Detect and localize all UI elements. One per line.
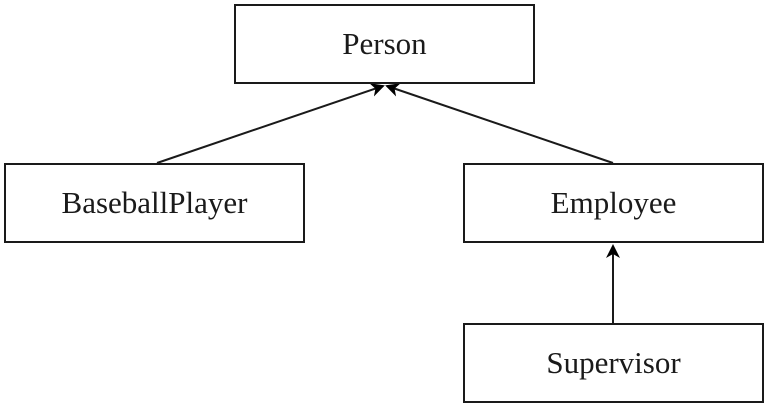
class-label-person: Person	[342, 26, 427, 61]
edge-baseballplayer-to-person	[156, 83, 385, 164]
class-label-baseballplayer: BaseballPlayer	[61, 185, 248, 220]
class-box-employee: Employee	[463, 163, 764, 243]
class-box-supervisor: Supervisor	[463, 323, 764, 403]
class-label-employee: Employee	[550, 185, 677, 220]
edge-employee-to-person	[385, 83, 614, 164]
class-box-person: Person	[234, 4, 535, 84]
class-box-baseballplayer: BaseballPlayer	[4, 163, 305, 243]
class-label-supervisor: Supervisor	[546, 345, 681, 380]
